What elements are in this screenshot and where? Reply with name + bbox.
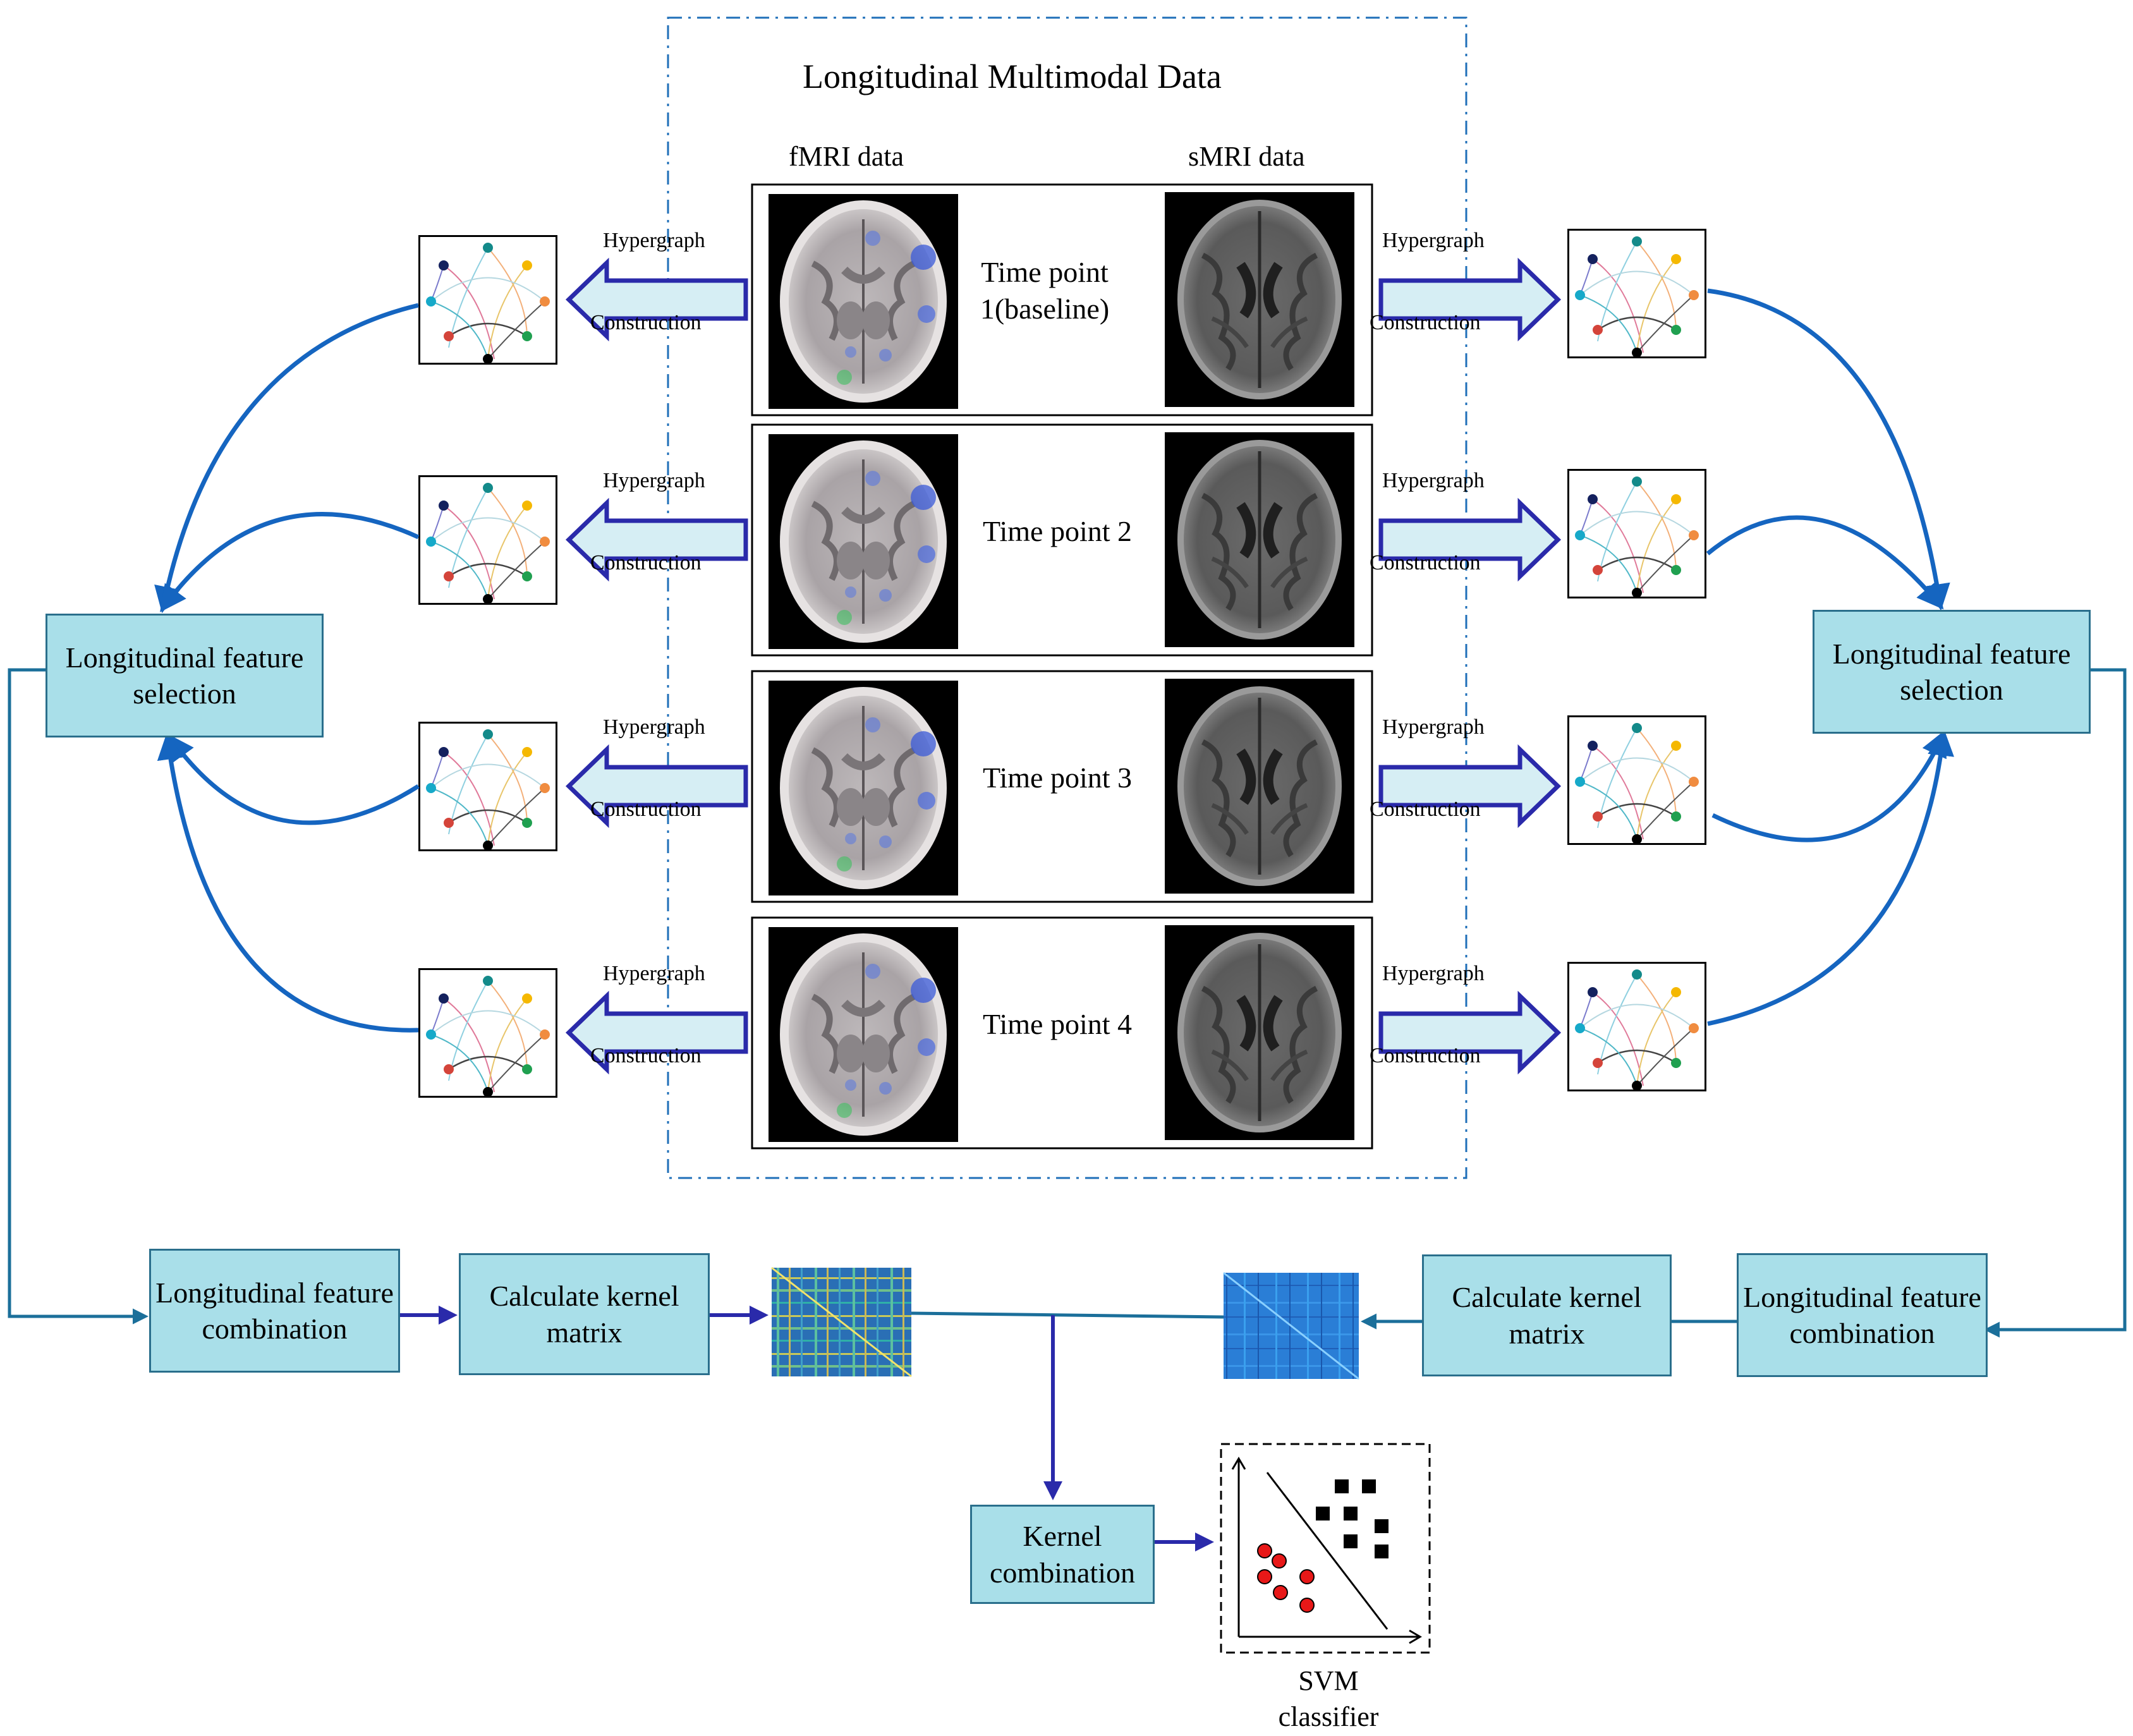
smri-header: sMRI data (1188, 141, 1305, 172)
curve-right-tp1 (1707, 288, 1950, 611)
smri-brain-scan-icon (1165, 192, 1354, 407)
curve-right-tp3 (1711, 729, 1947, 842)
construction-label-left: Construction (590, 551, 702, 574)
smri-brain-scan-icon (1165, 432, 1354, 647)
fmri-brain-scan-icon (769, 927, 958, 1142)
hypergraph-label-right: Hypergraph (1382, 962, 1485, 985)
time-point-1-label: Time point 1(baseline) (980, 256, 1110, 325)
connector-left-down (8, 668, 149, 1325)
construction-label-left: Construction (590, 1044, 702, 1067)
construction-label-right: Construction (1370, 551, 1481, 574)
curve-left-tp1 (154, 303, 419, 614)
hypergraph-icon (418, 235, 557, 365)
time-point-2-label: Time point 2 (982, 515, 1133, 547)
kernel-matrix-left: Calculate kernel matrix (459, 1253, 710, 1375)
feature-selection-right: Longitudinal feature selection (1813, 610, 2091, 734)
fmri-brain-scan-icon (769, 194, 958, 409)
fmri-header: fMRI data (789, 141, 904, 172)
time-point-4-label: Time point 4 (982, 1008, 1133, 1040)
kernel-combination-box: Kernel combination (970, 1505, 1155, 1604)
hypergraph-label-left: Hypergraph (603, 469, 705, 492)
hypergraph-construction-arrow-right (1378, 990, 1562, 1075)
time-point-row (418, 670, 1706, 903)
hypergraph-label-left: Hypergraph (603, 715, 705, 739)
hypergraph-label-left: Hypergraph (603, 229, 705, 252)
hypergraph-construction-arrow-left (565, 257, 748, 342)
smri-brain-scan-icon (1165, 679, 1354, 894)
hypergraph-label-right: Hypergraph (1382, 469, 1485, 492)
smri-brain-scan-icon (1165, 925, 1354, 1140)
hypergraph-icon (1567, 962, 1706, 1091)
hypergraph-construction-arrow-right (1378, 497, 1562, 582)
fmri-brain-scan-icon (769, 681, 958, 895)
hypergraph-icon (418, 968, 557, 1098)
curve-left-tp2 (160, 512, 420, 612)
selection-curves (154, 288, 1954, 1033)
hypergraph-label-right: Hypergraph (1382, 715, 1485, 739)
hypergraph-icon (1567, 229, 1706, 358)
hypergraph-icon (418, 475, 557, 605)
construction-label-right: Construction (1370, 798, 1481, 821)
fmri-brain-scan-icon (769, 434, 958, 649)
feature-selection-left: Longitudinal feature selection (46, 614, 324, 737)
curve-left-tp3 (167, 734, 420, 825)
feature-combination-right: Longitudinal feature combination (1737, 1253, 1988, 1377)
construction-label-left: Construction (590, 311, 702, 334)
hypergraph-construction-arrow-left (565, 990, 748, 1075)
construction-label-left: Construction (590, 798, 702, 821)
time-point-3-label: Time point 3 (982, 762, 1133, 794)
multimodal-data-frame (667, 16, 1468, 1179)
hypergraph-construction-arrow-left (565, 744, 748, 829)
kernel-matrix-right: Calculate kernel matrix (1422, 1254, 1672, 1376)
construction-label-right: Construction (1370, 1044, 1481, 1067)
hypergraph-construction-arrow-left (565, 497, 748, 582)
curve-right-tp2 (1706, 515, 1944, 610)
hypergraph-label-right: Hypergraph (1382, 229, 1485, 252)
curve-right-tp4 (1707, 729, 1954, 1026)
time-point-row (418, 423, 1706, 657)
hypergraph-construction-arrow-right (1378, 744, 1562, 829)
feature-combination-left: Longitudinal feature combination (149, 1249, 400, 1373)
time-point-row (418, 916, 1706, 1150)
connector-heatmap-left (911, 1311, 1224, 1319)
kernel-heatmap-icon (771, 1266, 912, 1378)
time-point-row (418, 183, 1706, 416)
hypergraph-icon (1567, 469, 1706, 598)
svm-label: SVM classifier (1278, 1665, 1379, 1733)
kernel-heatmap-icon (1223, 1272, 1359, 1380)
diagram-title: Longitudinal Multimodal Data (803, 58, 1222, 95)
connector-right-down (1984, 668, 2127, 1338)
construction-label-right: Construction (1370, 311, 1481, 334)
hypergraph-label-left: Hypergraph (603, 962, 705, 985)
hypergraph-construction-arrow-right (1378, 257, 1562, 342)
svm-scatter-icon (1220, 1443, 1431, 1654)
hypergraph-icon (1567, 715, 1706, 845)
hypergraph-icon (418, 722, 557, 851)
curve-left-tp4 (157, 732, 419, 1033)
